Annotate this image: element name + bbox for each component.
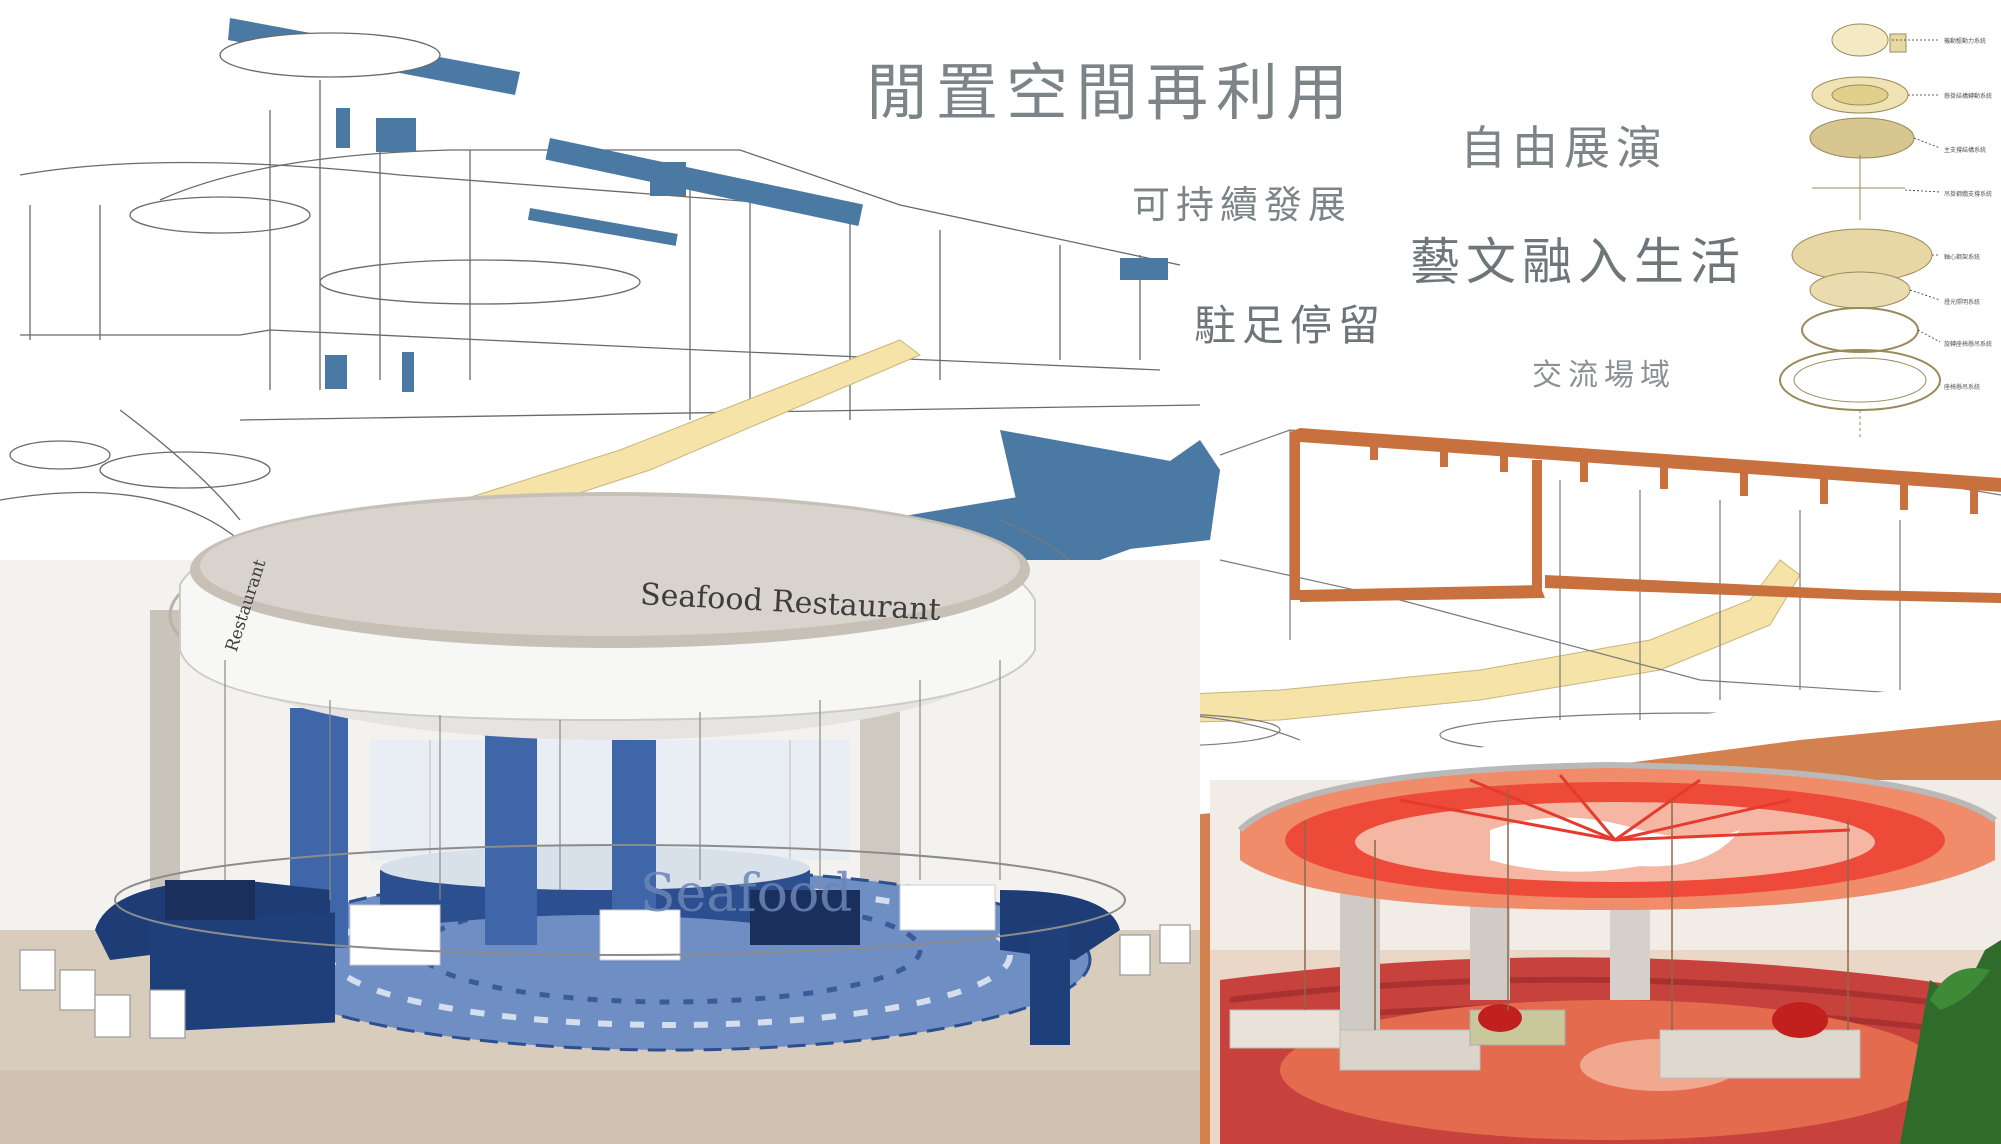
headline-free-exhibition: 自由展演	[1460, 121, 1668, 175]
headline-main: 閒置空間再利用	[866, 56, 1357, 129]
headline-exchange: 交流場域	[1532, 358, 1676, 393]
left-wireframe-building	[0, 18, 1201, 561]
explode-label-2: 懸掛結構轉動系統	[1944, 93, 1993, 100]
headline-stay: 駐足停留	[1194, 301, 1387, 350]
explode-label-6: 燈光照明系統	[1944, 299, 1981, 306]
headline-arts-life: 藝文融入生活	[1410, 233, 1746, 291]
rust-section	[1290, 428, 2001, 603]
headline-sustainable: 可持續發展	[1132, 183, 1353, 227]
restaurant-render	[0, 492, 1200, 1144]
explode-label-1: 機動驅動力系統	[1944, 38, 1987, 45]
explode-label-4: 吊掛鋼纜支撐系統	[1944, 191, 1993, 198]
lounge-render	[1210, 761, 2001, 1144]
restaurant-floor-text: Seafood	[640, 864, 853, 924]
explode-label-8: 座椅懸吊系統	[1944, 384, 1981, 391]
exploded-diagram	[1779, 23, 1941, 440]
explode-label-3: 主支撐結構系統	[1944, 147, 1987, 154]
explode-label-7: 旋轉座椅懸吊系統	[1944, 341, 1993, 348]
explode-label-5: 軸心鋼架系統	[1944, 254, 1981, 261]
